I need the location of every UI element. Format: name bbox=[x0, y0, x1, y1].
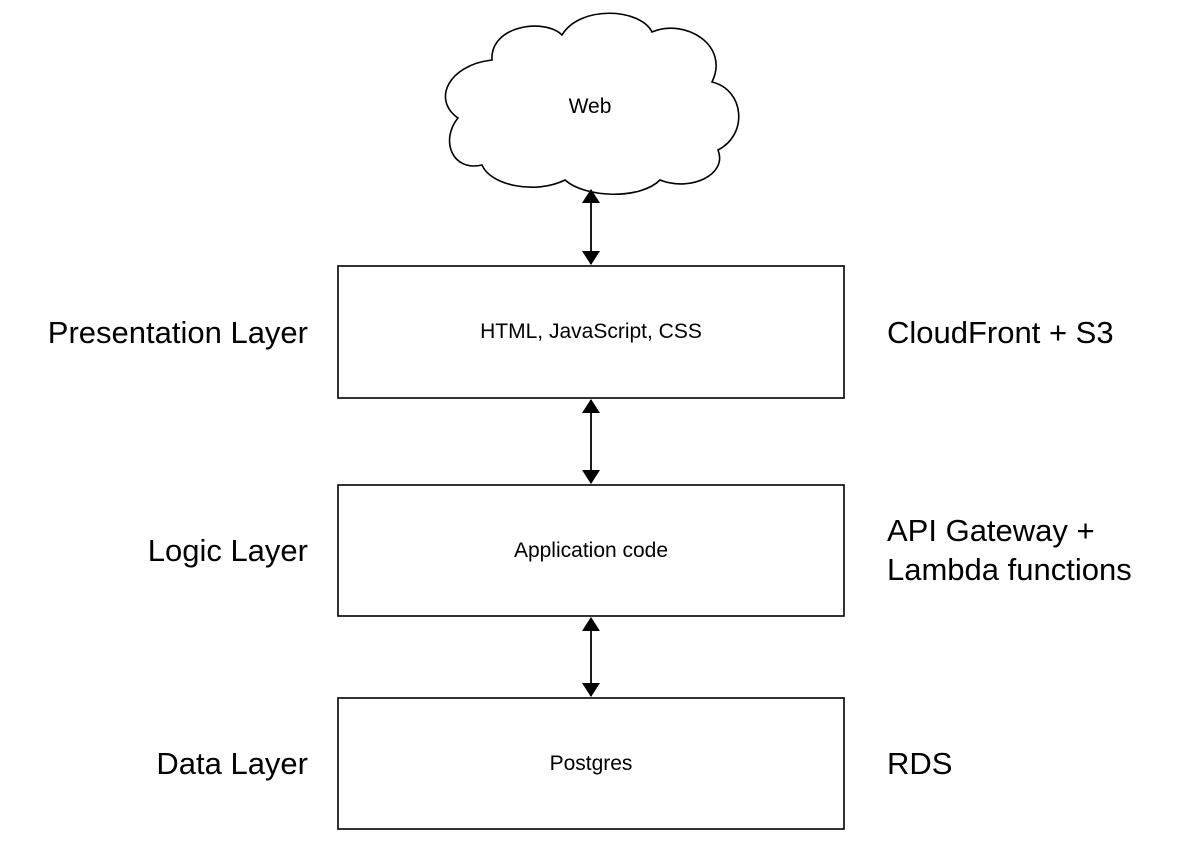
presentation-box-label: HTML, JavaScript, CSS bbox=[480, 320, 702, 343]
data-box-label: Postgres bbox=[549, 751, 633, 775]
data-service-line: RDS bbox=[887, 746, 953, 781]
presentation-service-line: CloudFront + S3 bbox=[887, 315, 1114, 350]
data-layer-box bbox=[337, 697, 845, 830]
logic-service-line-2: Lambda functions bbox=[887, 552, 1132, 587]
logic-layer-label: Logic Layer bbox=[147, 533, 308, 568]
data-service-label: RDS bbox=[887, 744, 1177, 783]
logic-service-label: API Gateway + Lambda functions bbox=[887, 511, 1177, 589]
web-cloud-label: Web bbox=[568, 95, 612, 118]
data-layer-label: Data Layer bbox=[156, 746, 308, 781]
presentation-service-label: CloudFront + S3 bbox=[887, 313, 1177, 352]
presentation-layer-label: Presentation Layer bbox=[47, 315, 308, 350]
web-cloud bbox=[444, 12, 740, 195]
logic-service-line-1: API Gateway + bbox=[887, 513, 1095, 548]
presentation-layer-box bbox=[337, 265, 845, 399]
logic-box-label: Application code bbox=[513, 538, 669, 562]
logic-layer-box bbox=[337, 484, 845, 617]
